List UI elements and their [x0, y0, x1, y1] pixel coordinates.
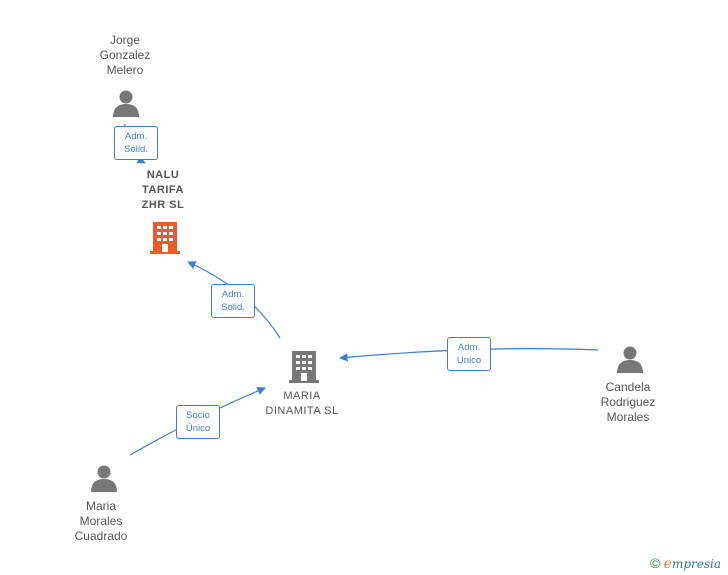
person-label-jorge: Jorge Gonzalez Melero: [99, 33, 151, 77]
brand-name: mpresia: [671, 557, 722, 571]
building-icon-focus[interactable]: [149, 220, 181, 254]
edge-label-dinamita-nalu: Adm. Solid.: [211, 284, 255, 318]
building-icon[interactable]: [288, 349, 320, 383]
person-label-maria: Maria Morales Cuadrado: [74, 499, 128, 543]
person-icon[interactable]: [111, 88, 141, 118]
edge-label-candela-dinamita: Adm. Unico: [447, 337, 491, 371]
person-icon[interactable]: [615, 344, 645, 374]
edge-label-maria-dinamita: Socio Único: [176, 405, 220, 439]
edge-label-jorge-nalu: Adm. Solid.: [114, 126, 158, 160]
brand-e: e: [663, 556, 672, 572]
person-label-candela: Candela Rodriguez Morales: [600, 380, 656, 424]
company-label-nalu: NALU TARIFA ZHR SL: [141, 169, 185, 211]
person-icon[interactable]: [89, 463, 119, 493]
company-label-dinamita: MARIA DINAMITA SL: [265, 390, 339, 417]
copyright-icon: ©: [650, 555, 661, 571]
empresia-logo: © empresia: [650, 555, 721, 572]
